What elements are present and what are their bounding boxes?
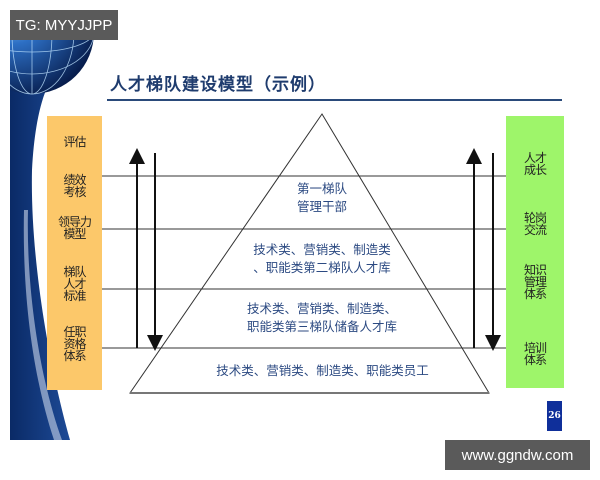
watermark-bottom-right: www.ggndw.com — [445, 440, 590, 470]
tier-4-line-1: 技术类、营销类、制造类、职能类员工 — [216, 363, 429, 378]
tier-3-line-2: 职能类第三梯队储备人才库 — [246, 319, 397, 334]
pyramid-diagram — [102, 113, 506, 394]
tier-3-line-1: 技术类、营销类、制造类、 — [246, 301, 397, 316]
pyramid-tier-2: 技术类、营销类、制造类 、职能类第二梯队人才库 — [222, 241, 422, 277]
right-label-knowledge-management: 知识 管理 体系 — [523, 263, 547, 301]
page-number-badge: 26 — [547, 401, 562, 431]
right-panel-development: 人才 成长 轮岗 交流 知识 管理 体系 培训 体系 — [506, 116, 564, 388]
title-underline — [107, 99, 562, 101]
slide-title: 人才梯队建设模型（示例） — [110, 75, 326, 95]
watermark-top-left: TG: MYYJJPP — [10, 10, 118, 40]
left-label-leadership-model: 领导力 模型 — [57, 215, 92, 241]
left-label-performance-review: 绩效 考核 — [63, 173, 86, 199]
left-label-talent-standard: 梯队 人才 标准 — [63, 265, 86, 303]
pyramid-tier-4: 技术类、营销类、制造类、职能类员工 — [180, 362, 465, 380]
tier-1-line-1: 第一梯队 — [296, 181, 347, 196]
pyramid-tier-3: 技术类、营销类、制造类、 职能类第三梯队储备人才库 — [217, 300, 427, 336]
tier-2-line-2: 、职能类第二梯队人才库 — [253, 260, 391, 275]
slide: 人才梯队建设模型（示例） 评估 绩效 考核 领导力 模型 梯队 人才 标准 任职… — [10, 10, 590, 440]
right-label-training-system: 培训 体系 — [523, 341, 547, 367]
left-label-evaluation: 评估 — [63, 135, 86, 149]
pyramid-tier-1: 第一梯队 管理干部 — [262, 180, 382, 216]
right-label-job-rotation: 轮岗 交流 — [523, 211, 547, 237]
left-label-qualification-system: 任职 资格 体系 — [63, 325, 86, 363]
tier-1-line-2: 管理干部 — [296, 199, 347, 214]
right-label-talent-growth: 人才 成长 — [523, 151, 547, 177]
left-panel-evaluation: 评估 绩效 考核 领导力 模型 梯队 人才 标准 任职 资格 体系 — [47, 116, 102, 390]
tier-2-line-1: 技术类、营销类、制造类 — [253, 242, 391, 257]
